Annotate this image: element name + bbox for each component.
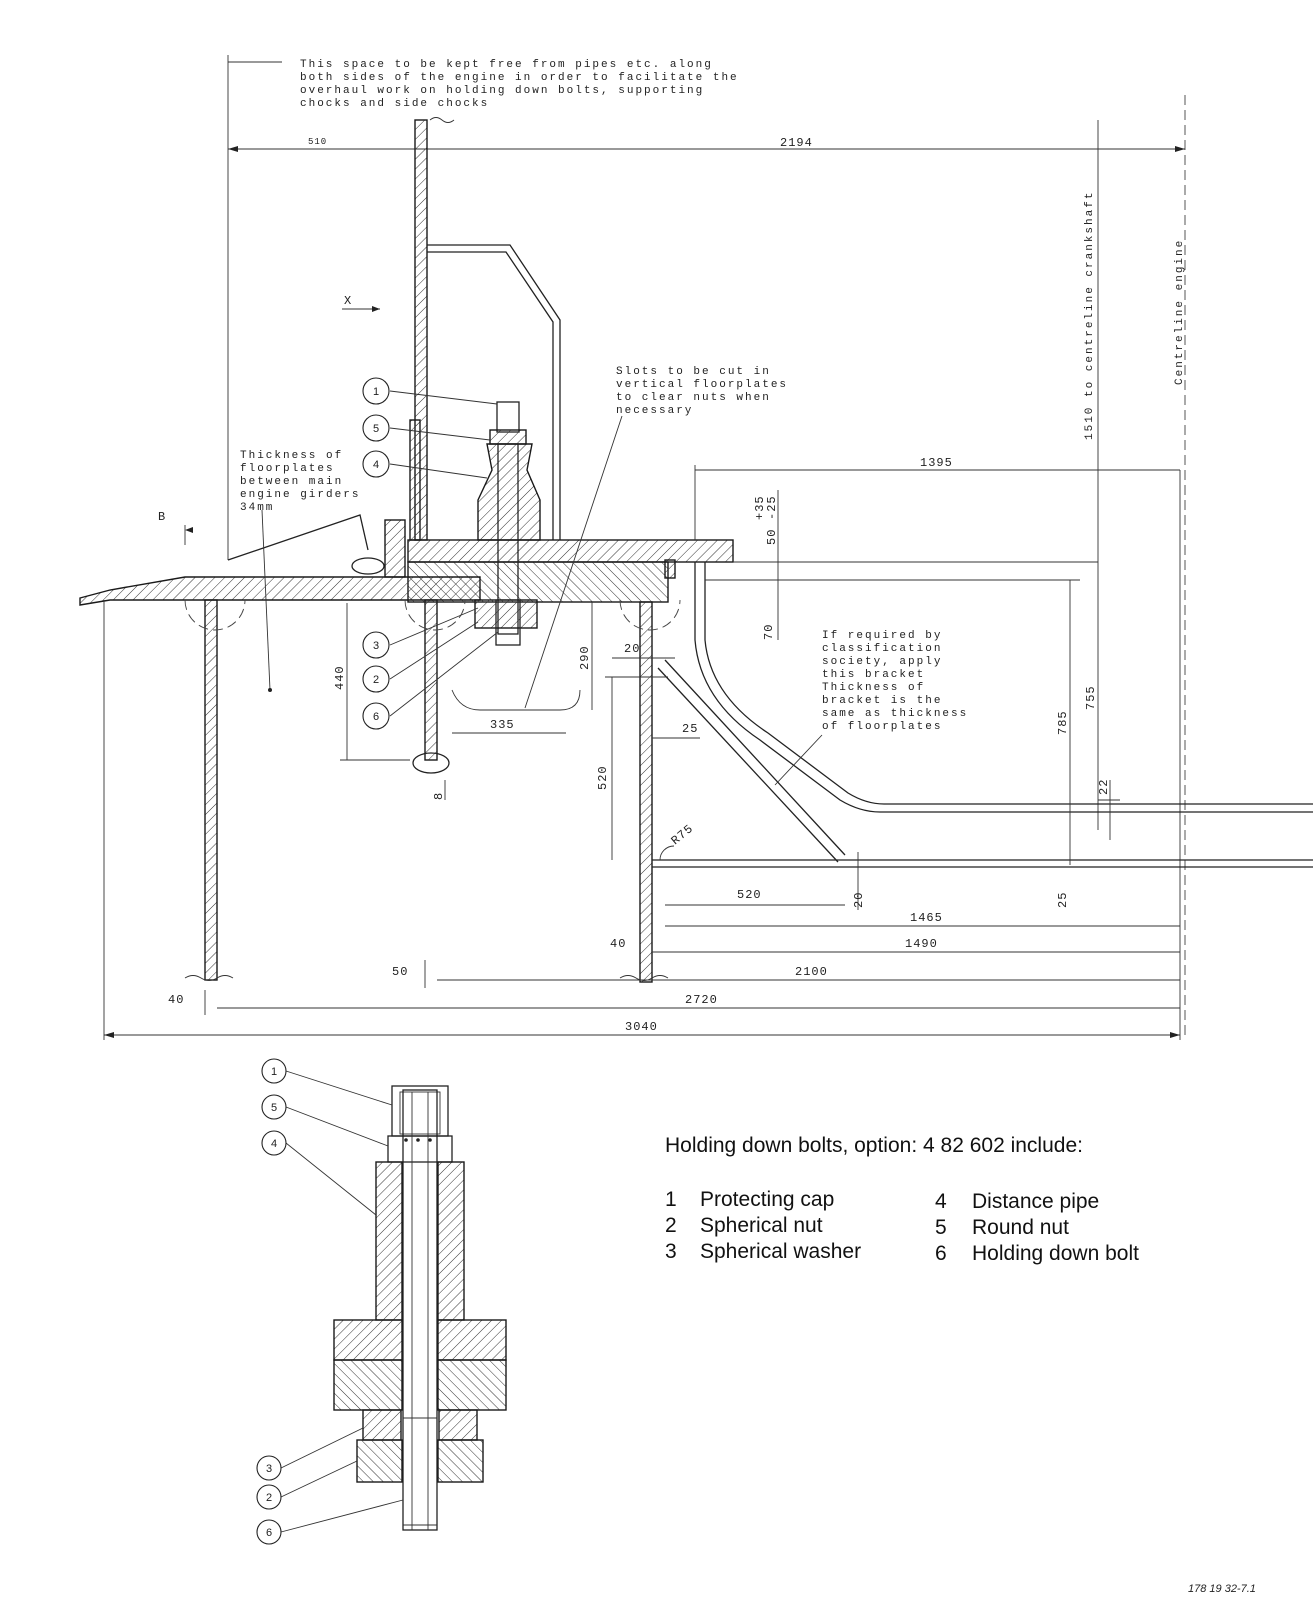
note-line-3: overhaul work on holding down bolts, sup…: [300, 85, 704, 97]
dim-1395: 1395: [920, 456, 953, 470]
dim-755: 755: [1084, 685, 1098, 710]
main-bolt-assembly: [474, 401, 541, 646]
balloon-detail-4: 4: [271, 1138, 277, 1150]
bracket-line-7: same as thickness: [822, 708, 968, 720]
dim-3040: 3040: [625, 1020, 658, 1034]
note-line-1: This space to be kept free from pipes et…: [300, 59, 713, 71]
legend-label-3: Spherical washer: [700, 1240, 861, 1263]
dim-290: 290: [578, 645, 592, 670]
dim-70: 70: [762, 624, 776, 640]
balloon-detail-2: 2: [266, 1492, 272, 1504]
legend-num-6: 6: [935, 1242, 947, 1265]
slots-line-3: to clear nuts when: [616, 392, 771, 404]
legend-num-2: 2: [665, 1214, 677, 1237]
dim-1490: 1490: [905, 937, 938, 951]
floorplates-line-5: 34mm: [240, 502, 274, 514]
dim-50-b: 50: [392, 965, 408, 979]
bracket-and-tank-top: [652, 559, 1313, 868]
slots-line-4: necessary: [616, 405, 693, 417]
legend-num-3: 3: [665, 1240, 677, 1263]
dim-520-a: 520: [596, 765, 610, 790]
dim-25-b: 25: [682, 722, 698, 736]
note-line-4: chocks and side chocks: [300, 98, 489, 110]
dim-20-b: 20: [852, 892, 866, 908]
dim-plus35: +35: [753, 495, 767, 520]
dim-40-a: 40: [610, 937, 626, 951]
dim-25-c: 25: [1056, 892, 1070, 908]
dim-40-b: 40: [168, 993, 184, 1007]
floorplates-note: Thickness of floorplates between main en…: [240, 450, 360, 692]
balloon-main-3: 3: [373, 640, 379, 652]
dim-510-2194: 510 2194: [228, 136, 1185, 152]
main-balloons: 1 5 4 3 2 6: [362, 377, 499, 730]
detail-bolt-view: [333, 1085, 507, 1531]
bracket-note: If required by classification society, a…: [774, 630, 968, 786]
legend-title: Holding down bolts, option: 4 82 602 inc…: [665, 1134, 1083, 1157]
girders: [184, 599, 681, 983]
legend-num-1: 1: [665, 1188, 677, 1211]
slots-note: Slots to be cut in vertical floorplates …: [524, 366, 788, 709]
balloon-detail-6: 6: [266, 1527, 272, 1539]
legend-label-1: Protecting cap: [700, 1188, 834, 1211]
dim-785: 785: [1056, 710, 1070, 735]
legend-label-5: Round nut: [972, 1216, 1069, 1239]
bracket-line-4: this bracket: [822, 669, 925, 681]
free-space-note: This space to be kept free from pipes et…: [228, 59, 739, 110]
dim-520-b: 520: [737, 888, 762, 902]
dimensions-middle: 440 290 335 8 20 25 520 R75: [333, 602, 700, 860]
legend-label-4: Distance pipe: [972, 1190, 1099, 1213]
radius-r75: R75: [669, 822, 697, 849]
floorplates-line-4: engine girders: [240, 489, 360, 501]
view-mark-x: X: [344, 294, 352, 308]
bedplate: [407, 419, 734, 603]
balloon-detail-1: 1: [271, 1066, 277, 1078]
balloon-main-2: 2: [373, 674, 379, 686]
dimensions-upper: 1395 +35 -25 50 70 785 755 22 25: [694, 456, 1180, 908]
floorplates-line-2: floorplates: [240, 463, 335, 475]
balloon-main-1: 1: [373, 386, 379, 398]
dim-2194: 2194: [780, 136, 813, 150]
legend-num-4: 4: [935, 1190, 947, 1213]
section-mark-b: B: [158, 510, 166, 524]
legend-label-2: Spherical nut: [700, 1214, 823, 1237]
floorplates-line-3: between main: [240, 476, 343, 488]
bracket-line-3: society, apply: [822, 656, 942, 668]
dim-510: 510: [308, 137, 327, 147]
balloon-main-5: 5: [373, 423, 379, 435]
dimensions-lower: 520 20 1465 1490 40 2100 50 2720 40 3040: [103, 600, 1180, 1040]
legend: Holding down bolts, option: 4 82 602 inc…: [665, 1134, 1139, 1265]
detail-balloons: 1 5 4 3 2 6: [256, 1058, 404, 1545]
dim-335: 335: [490, 718, 515, 732]
dim-2720: 2720: [685, 993, 718, 1007]
dim-22: 22: [1097, 779, 1111, 795]
floorplates-line-1: Thickness of: [240, 450, 343, 462]
dim-2100: 2100: [795, 965, 828, 979]
centreline-engine-label: Centreline engine: [1174, 239, 1186, 385]
dim-8: 8: [432, 792, 446, 800]
slots-line-2: vertical floorplates: [616, 379, 788, 391]
note-line-2: both sides of the engine in order to fac…: [300, 72, 739, 84]
slots-line-1: Slots to be cut in: [616, 366, 771, 378]
balloon-main-6: 6: [373, 711, 379, 723]
bracket-line-6: bracket is the: [822, 695, 942, 707]
foundation-plate: B: [79, 510, 481, 606]
bracket-line-2: classification: [822, 643, 942, 655]
legend-label-6: Holding down bolt: [972, 1242, 1139, 1265]
drawing-reference: 178 19 32-7.1: [1188, 1583, 1256, 1595]
dim-minus25: -25: [765, 495, 779, 520]
bracket-line-8: of floorplates: [822, 721, 942, 733]
balloon-detail-5: 5: [271, 1102, 277, 1114]
dim-50: 50: [765, 529, 779, 545]
balloon-detail-3: 3: [266, 1463, 272, 1475]
bracket-line-5: Thickness of: [822, 682, 925, 694]
dim-1465: 1465: [910, 911, 943, 925]
centreline-crankshaft-label: 1510 to centreline crankshaft: [1084, 191, 1096, 440]
dim-20-a: 20: [624, 642, 640, 656]
legend-num-5: 5: [935, 1216, 947, 1239]
bracket-line-1: If required by: [822, 630, 942, 642]
dim-440: 440: [333, 665, 347, 690]
balloon-main-4: 4: [373, 459, 379, 471]
